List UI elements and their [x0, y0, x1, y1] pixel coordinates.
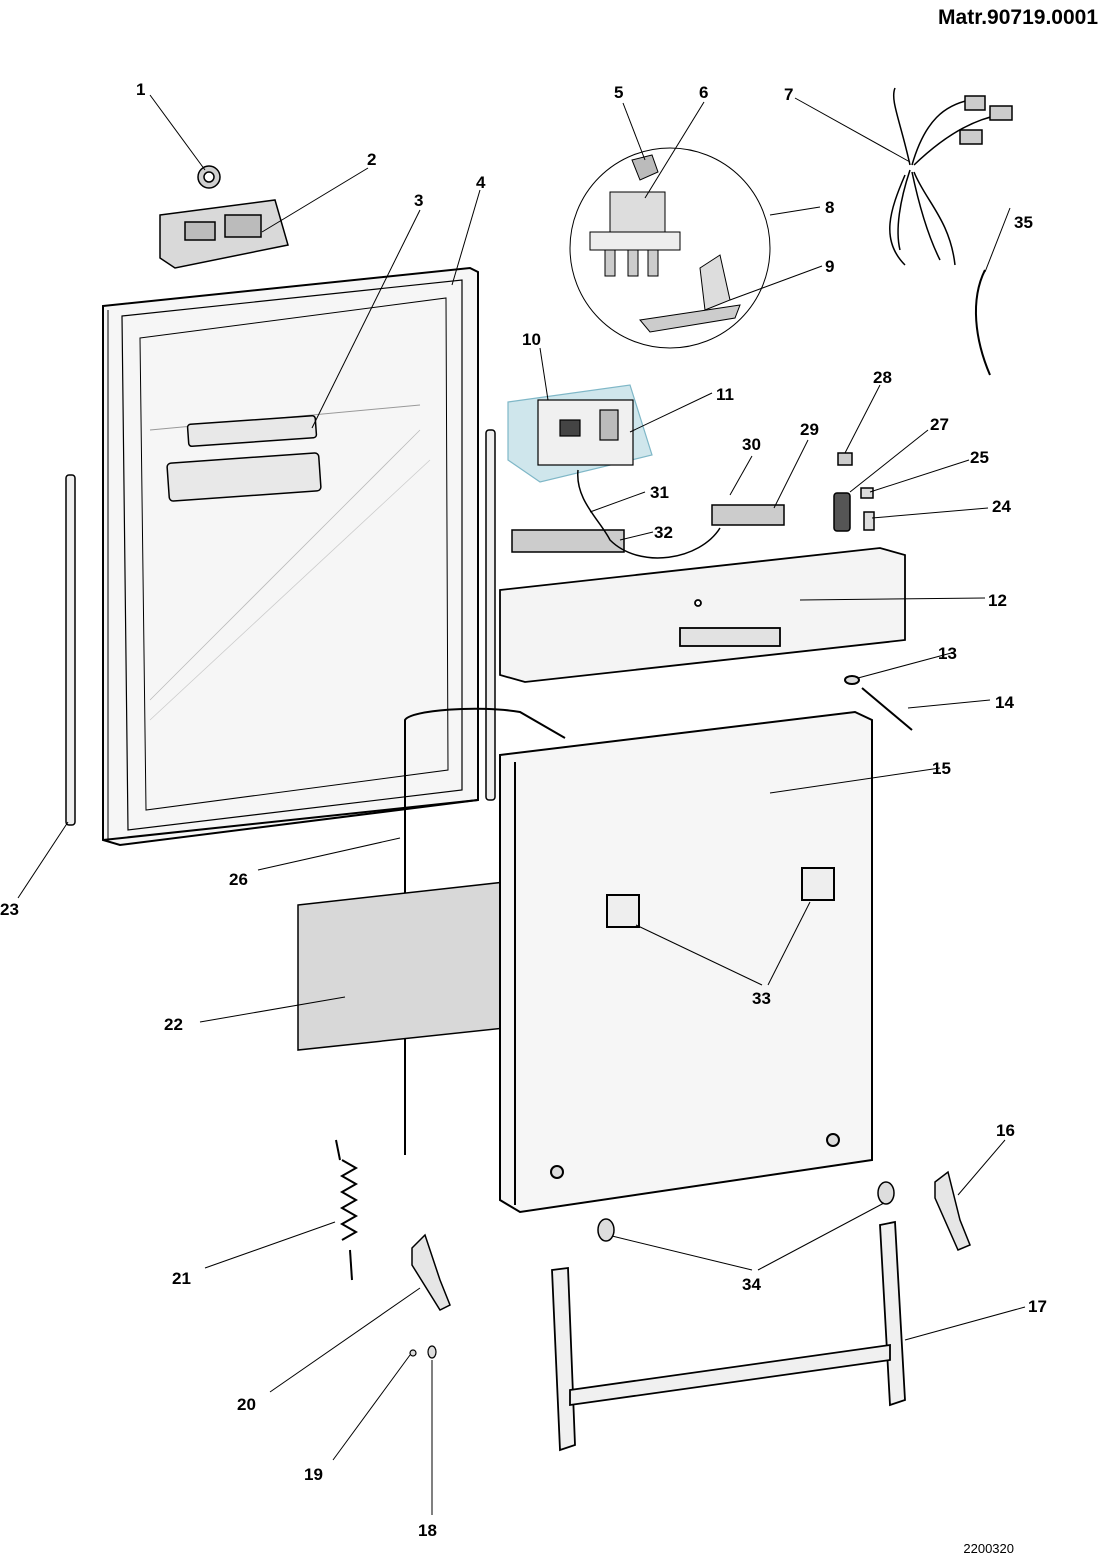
callout-17: 17 [1028, 1297, 1047, 1316]
leader-lines [17, 94, 1026, 1515]
side-seal-strips [65, 429, 496, 826]
callout-31: 31 [650, 483, 669, 502]
callout-16: 16 [996, 1121, 1015, 1140]
ground-cable [975, 269, 991, 376]
callout-22: 22 [164, 1015, 183, 1034]
callout-35: 35 [1014, 213, 1033, 232]
callout-8: 8 [825, 198, 834, 217]
base-frame [551, 1220, 906, 1452]
wiring-harness [889, 87, 1013, 266]
door-cable [404, 707, 566, 1155]
inner-door-frame [102, 266, 479, 847]
callout-30: 30 [742, 435, 761, 454]
adjustable-feet [597, 1181, 895, 1242]
callout-25: 25 [970, 448, 989, 467]
callout-14: 14 [995, 693, 1014, 712]
callout-6: 6 [699, 83, 708, 102]
callout-32: 32 [654, 523, 673, 542]
callout-4: 4 [476, 173, 486, 192]
callout-26: 26 [229, 870, 248, 889]
callout-19: 19 [304, 1465, 323, 1484]
callout-34: 34 [742, 1275, 761, 1294]
callout-1: 1 [136, 80, 145, 99]
callout-9: 9 [825, 257, 834, 276]
callout-21: 21 [172, 1269, 191, 1288]
callout-10: 10 [522, 330, 541, 349]
callout-2: 2 [367, 150, 376, 169]
callout-29: 29 [800, 420, 819, 439]
callout-18: 18 [418, 1521, 437, 1540]
callout-20: 20 [237, 1395, 256, 1414]
control-panel [499, 547, 906, 683]
callout-3: 3 [414, 191, 423, 210]
drawing-matr-code: Matr.90719.0001 [938, 6, 1098, 29]
screw-washer [409, 1345, 437, 1359]
electronic-board [507, 384, 653, 483]
callout-23: 23 [0, 900, 19, 919]
control-module [159, 165, 289, 269]
callout-12: 12 [988, 591, 1007, 610]
dispenser-handles [166, 415, 322, 502]
callout-5: 5 [614, 83, 623, 102]
callout-7: 7 [784, 85, 793, 104]
detail-circle [569, 147, 771, 349]
insulation-panel [297, 881, 506, 1051]
callout-13: 13 [938, 644, 957, 663]
callout-24: 24 [992, 497, 1011, 516]
door-spring [335, 1139, 359, 1281]
hinge-brackets [411, 1170, 971, 1311]
callout-28: 28 [873, 368, 892, 387]
callout-15: 15 [932, 759, 951, 778]
callout-27: 27 [930, 415, 949, 434]
callout-11: 11 [716, 385, 734, 404]
callout-33: 33 [752, 989, 771, 1008]
hinge-pin [844, 675, 913, 731]
outer-door-panel [499, 710, 873, 1214]
drawing-number: 2200320 [963, 1541, 1014, 1556]
indicator-assemblies [511, 469, 785, 559]
part-callouts: 1 2 3 4 5 6 7 8 9 10 11 12 13 14 15 16 1… [0, 80, 1047, 1540]
door-switch-parts [833, 452, 875, 532]
